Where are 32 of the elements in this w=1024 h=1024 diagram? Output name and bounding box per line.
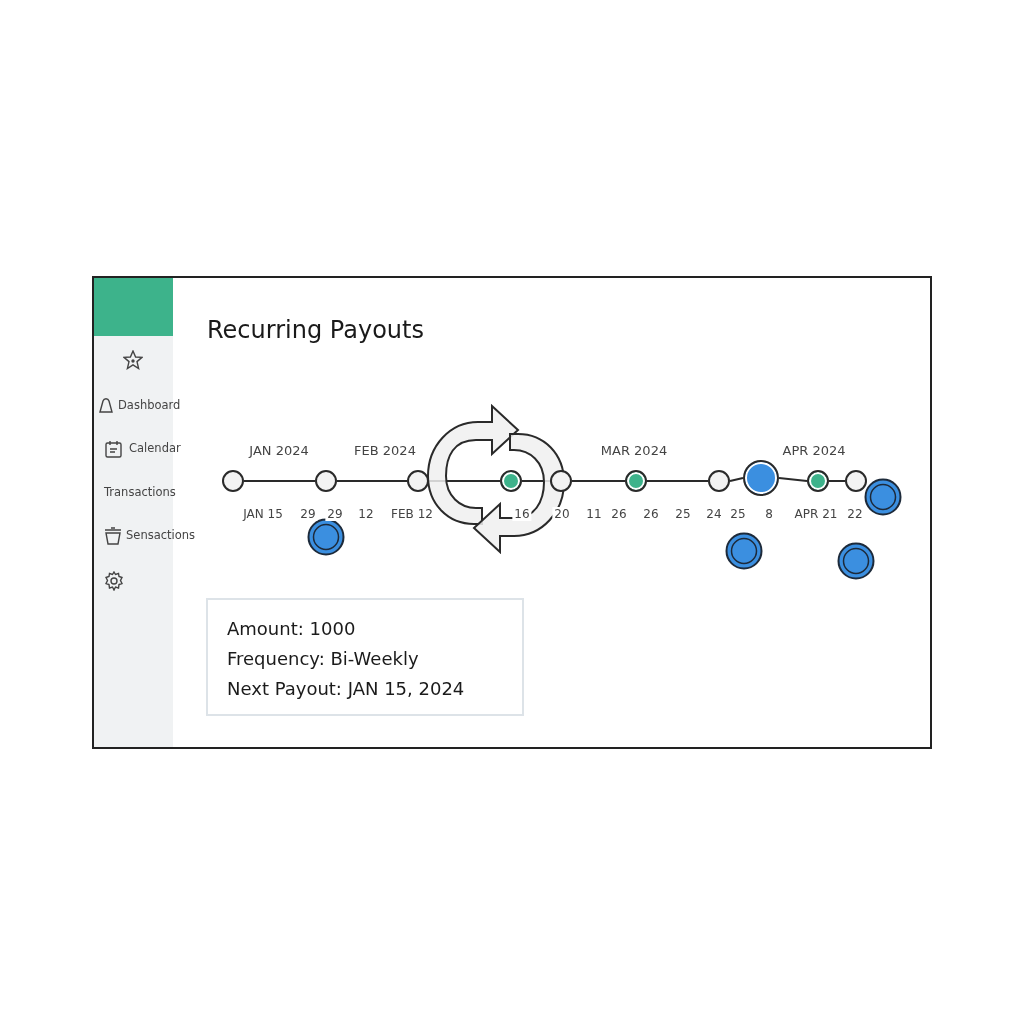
timeline-line bbox=[243, 480, 316, 482]
page-title: Recurring Payouts bbox=[207, 316, 424, 344]
date-label: 22 bbox=[845, 507, 865, 521]
timeline-line bbox=[729, 477, 744, 482]
timeline-line bbox=[828, 480, 846, 482]
date-label: 29 bbox=[298, 507, 318, 521]
nav-item: Sensactions bbox=[126, 528, 196, 542]
info-text: Frequency: Bi-Weekly bbox=[227, 647, 420, 671]
date-label: 16 bbox=[512, 507, 532, 521]
date-label: 11 bbox=[584, 507, 604, 521]
nav-item: Transactions bbox=[104, 485, 176, 499]
date-label: APR 21 bbox=[792, 507, 840, 521]
nav-item: Dashboard bbox=[118, 398, 181, 412]
timeline-line bbox=[778, 477, 808, 482]
info-card bbox=[206, 598, 524, 716]
info-text: Next Payout: JAN 15, 2024 bbox=[227, 677, 466, 701]
date-label: 25 bbox=[673, 507, 693, 521]
date-label: 26 bbox=[641, 507, 661, 521]
date-label: 24 bbox=[704, 507, 724, 521]
date-label: 8 bbox=[763, 507, 775, 521]
date-label: 20 bbox=[552, 507, 572, 521]
timeline-line bbox=[646, 480, 709, 482]
timeline-line bbox=[571, 480, 626, 482]
date-label: JAN 15 bbox=[241, 507, 285, 521]
date-label: 25 bbox=[728, 507, 748, 521]
date-label: 12 bbox=[356, 507, 376, 521]
timeline-line bbox=[336, 480, 408, 482]
date-label: 29 bbox=[325, 507, 345, 521]
info-text: Amount: 1000 bbox=[227, 617, 357, 641]
date-label: FEB 12 bbox=[389, 507, 435, 521]
nav-item: Calendar bbox=[129, 441, 181, 455]
date-label: 26 bbox=[609, 507, 629, 521]
